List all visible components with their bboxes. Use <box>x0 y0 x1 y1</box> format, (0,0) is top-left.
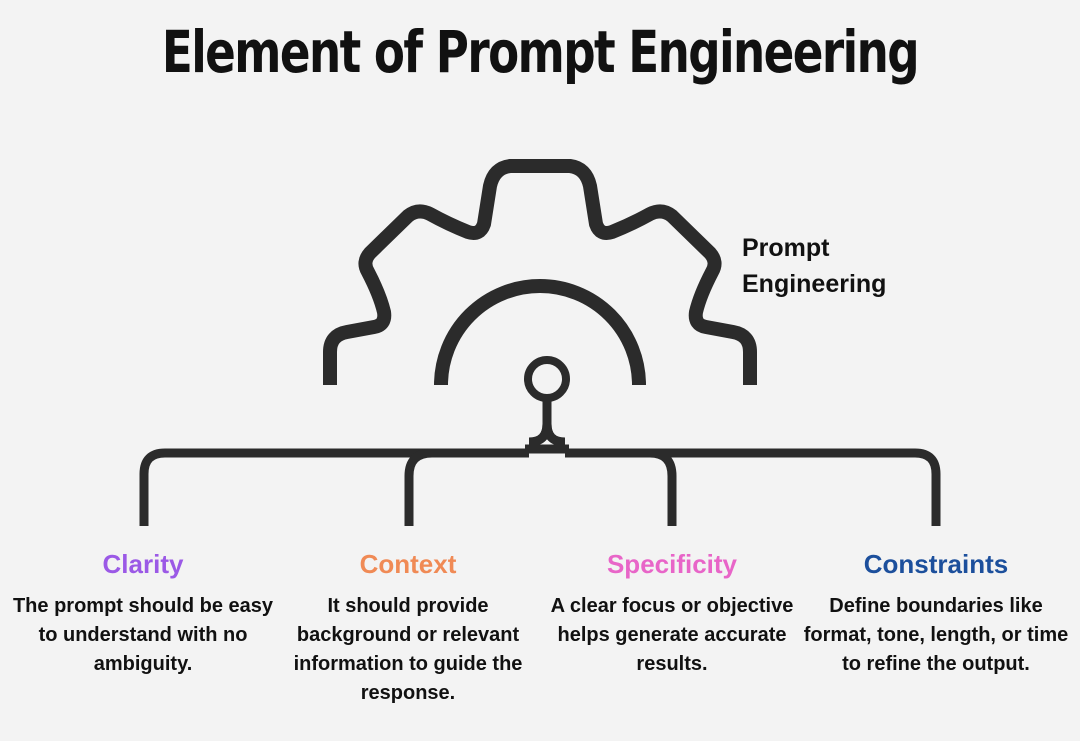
item-description: A clear focus or objective helps generat… <box>550 595 794 675</box>
item-title: Context <box>359 549 457 579</box>
item-context: Context It should provide background or … <box>273 546 543 708</box>
gear-hub <box>524 356 570 402</box>
connector-branch-context <box>404 448 433 526</box>
item-title: Constraints <box>863 549 1009 579</box>
connector-branch-clarity <box>139 448 529 526</box>
connector-junction <box>528 423 566 447</box>
page-title: Element of Prompt Engineering <box>161 18 920 86</box>
gear-label: Prompt Engineering <box>742 234 887 298</box>
item-specificity: Specificity A clear focus or objective h… <box>537 546 807 679</box>
item-description: Define boundaries like format, tone, len… <box>803 595 1069 675</box>
item-description: The prompt should be easy to understand … <box>12 595 274 675</box>
connector-branch-constraints <box>565 448 941 526</box>
item-clarity: Clarity The prompt should be easy to und… <box>8 546 278 679</box>
item-title: Clarity <box>102 549 184 579</box>
gear-icon <box>323 159 757 385</box>
connector-branch-specificity <box>649 448 677 526</box>
gear-inner-arc <box>434 279 646 386</box>
item-title: Specificity <box>606 549 738 579</box>
item-description: It should provide background or relevant… <box>293 595 523 704</box>
item-constraints: Constraints Define boundaries like forma… <box>801 546 1071 679</box>
